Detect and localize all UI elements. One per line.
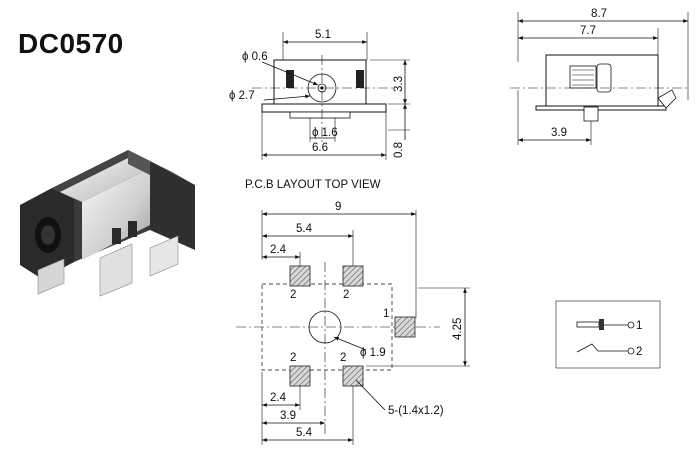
side-offset-label: 3.9 [551, 127, 567, 139]
pcb-height-label: 4.25 [452, 318, 464, 340]
pad-label-bottom-left: 2 [290, 352, 296, 364]
side-body-length-label: 7.7 [580, 25, 596, 37]
front-base-width-label: 6.6 [312, 142, 328, 154]
pad-2-bottom-left [289, 365, 311, 387]
front-base-height-label: 0.8 [393, 142, 405, 158]
pin-diameter-label: ϕ 0.6 [242, 51, 268, 63]
schematic-terminal-1: 1 [636, 320, 642, 332]
pad-label-bottom-right: 2 [340, 352, 346, 364]
pad-label-1: 1 [383, 308, 389, 320]
pcb-pad-spacing-bottom-label: 5.4 [296, 427, 313, 439]
front-height-label: 3.3 [393, 76, 405, 92]
pcb-hole-diameter-label: ϕ 1.9 [360, 347, 386, 359]
pcb-width-label: 9 [335, 201, 341, 213]
pad-1 [394, 316, 416, 338]
connector-photo [20, 150, 195, 297]
pad-label-top-right: 2 [343, 289, 349, 301]
pad-2-bottom-right [342, 365, 364, 387]
pcb-layout-caption: P.C.B LAYOUT TOP VIEW [245, 179, 381, 191]
schematic-terminal-2: 2 [636, 346, 642, 358]
side-view: 8.7 7.7 3.9 [510, 8, 690, 145]
pcb-pad-spacing-top-label: 5.4 [296, 223, 313, 235]
front-view: 5.1 ϕ 0.6 ϕ 2.7 3.3 0.8 ϕ 1.6 6.6 [229, 29, 410, 160]
pad-label-top-left: 2 [290, 289, 296, 301]
pcb-pad-note-label: 5-(1.4x1.2) [388, 405, 444, 417]
front-width-top-label: 5.1 [315, 29, 331, 41]
pad-2-top-left [289, 265, 311, 287]
pcb-pitch-bottom-label: 3.9 [280, 410, 296, 422]
part-number-title: DC0570 [18, 28, 124, 59]
pad-2-top-right [342, 265, 364, 287]
pcb-offset-bottom-label: 2.4 [270, 392, 287, 404]
hole-diameter-label: ϕ 2.7 [229, 90, 255, 102]
schematic-symbol: 1 2 [555, 300, 661, 369]
pcb-layout: P.C.B LAYOUT TOP VIEW 9 5.4 2.4 2 2 1 2 … [236, 179, 470, 445]
front-bottom-diameter-label: ϕ 1.6 [312, 127, 338, 139]
side-overall-length-label: 8.7 [591, 8, 607, 20]
pcb-offset-top-label: 2.4 [270, 244, 287, 256]
